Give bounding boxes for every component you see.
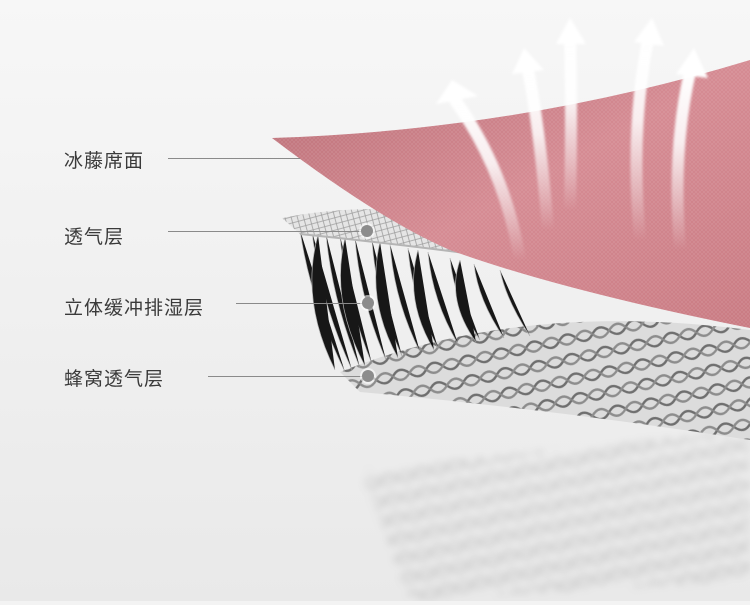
layer-label-breathable: 透气层 <box>64 226 125 248</box>
airflow-arrow-icon <box>671 48 708 256</box>
leader-line <box>208 376 362 377</box>
layer-label-mat-surface: 冰藤席面 <box>64 150 145 172</box>
leader-line <box>236 303 362 304</box>
layer-label-cushion: 立体缓冲排湿层 <box>64 297 205 319</box>
leader-line <box>168 231 364 232</box>
airflow-arrow-icon <box>556 18 586 216</box>
pointer-dot <box>362 370 374 382</box>
airflow-arrow-icon <box>512 48 554 236</box>
airflow-arrows <box>436 18 708 266</box>
leader-line <box>168 158 300 159</box>
floor-shadow <box>360 430 750 600</box>
mat-surface <box>272 60 750 328</box>
layer-label-honeycomb: 蜂窝透气层 <box>64 368 165 390</box>
spacer-fibres <box>299 229 531 373</box>
airflow-arrow-icon <box>436 80 526 266</box>
pointer-dot <box>361 225 373 237</box>
airflow-arrow-icon <box>630 18 664 246</box>
honeycomb-layer <box>340 321 750 440</box>
pointer-dot <box>362 297 374 309</box>
